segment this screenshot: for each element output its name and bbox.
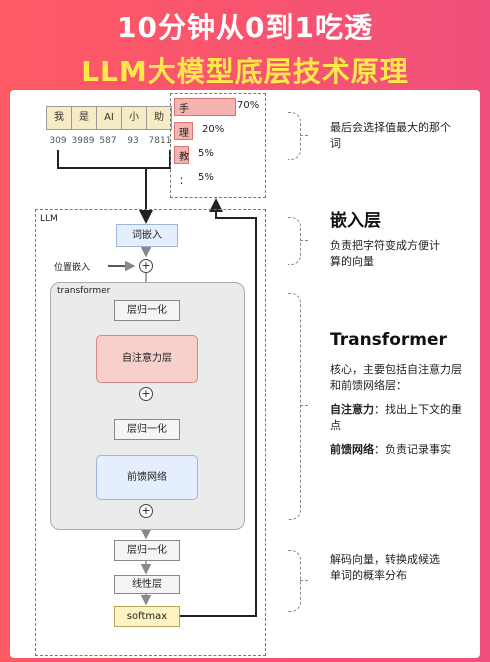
token-id: 7811 bbox=[148, 136, 172, 146]
note-feedforward: 前馈网络：负责记录事实 bbox=[330, 442, 470, 458]
feedforward-desc: ：负责记录事实 bbox=[374, 443, 451, 456]
note-decode: 解码向量，转换成候选单词的概率分布 bbox=[330, 553, 440, 582]
title-line-2: LLM大模型底层技术原理 bbox=[81, 55, 409, 88]
candidate-char: 教 bbox=[179, 152, 189, 163]
linear-layer-block: 线性层 bbox=[114, 575, 180, 594]
softmax-block: softmax bbox=[114, 606, 180, 627]
self-attention-block: 自注意力层 bbox=[96, 335, 198, 383]
brace bbox=[288, 217, 301, 265]
brace-tick bbox=[300, 580, 308, 581]
attention-key: 自注意力 bbox=[330, 403, 374, 416]
diagram-card: 我 是 AI 小 助 309 3989 587 93 7811 手 理 教 ： … bbox=[10, 90, 480, 658]
candidate-char: 手 bbox=[179, 104, 189, 115]
position-embedding-label: 位置嵌入 bbox=[54, 263, 91, 273]
note-transformer-core: 核心，主要包括自注意力层和前馈网络层： bbox=[330, 363, 462, 392]
title-line-1: 10分钟从0到1吃透 bbox=[117, 11, 373, 44]
layer-norm-block: 层归一化 bbox=[114, 300, 180, 321]
prob-bar bbox=[174, 122, 193, 140]
feedforward-key: 前馈网络 bbox=[330, 443, 374, 456]
brace bbox=[288, 550, 301, 612]
prob-bar bbox=[174, 146, 189, 164]
transformer-label: transformer bbox=[57, 286, 111, 296]
brace-tick bbox=[300, 135, 308, 136]
feedforward-block: 前馈网络 bbox=[96, 455, 198, 500]
probability-box bbox=[170, 93, 266, 198]
note-attention: 自注意力：找出上下文的重点 bbox=[330, 402, 470, 434]
candidate-char: ： bbox=[179, 176, 189, 187]
add-node: + bbox=[139, 387, 153, 401]
add-node: + bbox=[139, 504, 153, 518]
note-embedding: 负责把字符变成方便计算的向量 bbox=[330, 239, 440, 268]
prob-bar bbox=[174, 98, 236, 116]
brace bbox=[288, 112, 301, 160]
llm-label: LLM bbox=[40, 214, 58, 224]
token-id: 3989 bbox=[71, 136, 95, 146]
note-selection: 最后会选择值最大的那个词 bbox=[330, 121, 451, 150]
llm-container bbox=[35, 209, 266, 656]
brace bbox=[288, 293, 301, 520]
attention-desc: ：找出上下文的重点 bbox=[330, 403, 462, 432]
brace-tick bbox=[300, 405, 308, 406]
add-node: + bbox=[139, 259, 153, 273]
token-box: 小 bbox=[121, 106, 147, 130]
heading-transformer: Transformer bbox=[330, 330, 447, 350]
token-id: 93 bbox=[127, 136, 139, 146]
candidate-pct: 20% bbox=[202, 124, 225, 135]
embedding-block: 词嵌入 bbox=[116, 224, 178, 247]
token-box: AI bbox=[96, 106, 122, 130]
candidate-pct: 5% bbox=[198, 148, 214, 159]
candidate-char: 理 bbox=[179, 128, 189, 139]
token-box: 是 bbox=[71, 106, 97, 130]
token-box: 我 bbox=[46, 106, 72, 130]
brace-tick bbox=[300, 240, 308, 241]
token-id: 309 bbox=[49, 136, 67, 146]
layer-norm-block: 层归一化 bbox=[114, 540, 180, 561]
candidate-pct: 5% bbox=[198, 172, 214, 183]
heading-embedding: 嵌入层 bbox=[330, 211, 381, 231]
token-box: 助 bbox=[146, 106, 172, 130]
token-id: 587 bbox=[99, 136, 117, 146]
candidate-pct: 70% bbox=[237, 100, 260, 111]
layer-norm-block: 层归一化 bbox=[114, 419, 180, 440]
